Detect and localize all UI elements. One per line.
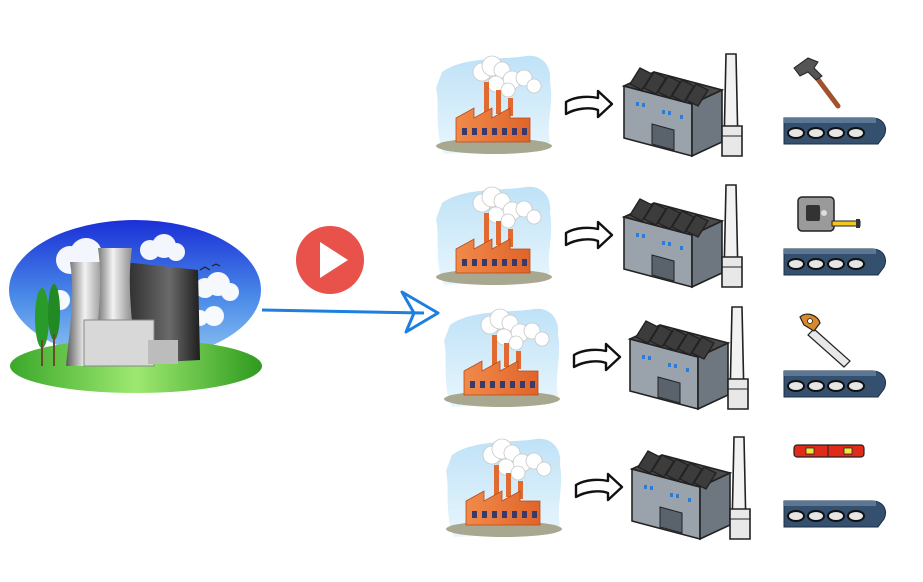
small-factory-clipart <box>445 438 563 538</box>
factory-building-icon <box>623 53 743 157</box>
curved-arrow-icon <box>564 220 614 250</box>
conveyor-belt-icon <box>783 370 887 398</box>
curved-arrow-icon <box>574 472 624 502</box>
power-plant-illustration <box>9 220 262 393</box>
production-rows <box>435 53 887 540</box>
tape-measure-icon <box>797 196 861 232</box>
arrow-right-icon <box>261 290 440 334</box>
small-factory-clipart <box>435 186 553 286</box>
play-icon <box>320 242 348 278</box>
hammer-icon <box>793 57 841 109</box>
curved-arrow-icon <box>564 89 614 119</box>
conveyor-belt-icon <box>783 248 887 276</box>
conveyor-belt-icon <box>783 500 887 528</box>
production-row <box>435 53 887 157</box>
production-row <box>435 184 887 288</box>
production-row <box>445 436 887 540</box>
production-row <box>443 306 887 410</box>
spirit-level-icon <box>793 444 865 458</box>
small-factory-clipart <box>435 55 553 155</box>
curved-arrow-icon <box>572 342 622 372</box>
factory-building-icon <box>623 184 743 288</box>
small-factory-clipart <box>443 308 561 408</box>
conveyor-belt-icon <box>783 117 887 145</box>
factory-building-icon <box>629 306 749 410</box>
hand-saw-icon <box>799 313 851 368</box>
play-button[interactable] <box>296 226 364 294</box>
factory-building-icon <box>631 436 751 540</box>
